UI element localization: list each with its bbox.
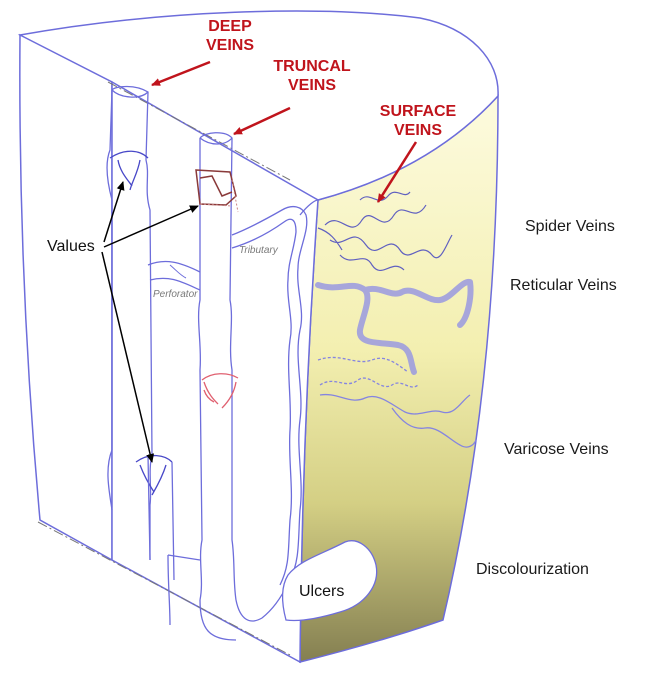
left-outer-wall [19,33,113,562]
ulcer-shape [281,540,378,622]
surface-veins-arrow [376,141,418,203]
varicose-veins [317,356,477,448]
perforator-vein [147,260,201,291]
truncal-valve-upper [195,169,237,206]
tributary-vein [231,205,308,586]
truncal-vein [197,132,237,601]
discolourization-label: Discolourization [476,561,589,578]
spider-veins [317,191,453,272]
values-label: Values [47,238,95,255]
varicose-veins-label: Varicose Veins [504,441,609,458]
deep-veins-arrow [151,60,211,87]
truncal-valve-lower [201,373,239,409]
values-arrow-deep-lower [101,251,155,463]
tributary-label: Tributary [239,245,278,256]
perforator-label: Perforator [153,289,198,300]
values-arrow-deep-upper [103,181,125,243]
values-arrow-truncal [103,205,199,248]
truncal-veins-label: TRUNCAL VEINS [273,58,351,94]
reticular-veins [315,278,474,375]
reticular-veins-label: Reticular Veins [510,277,617,294]
spider-veins-label: Spider Veins [525,218,615,235]
ulcers-label: Ulcers [299,583,345,600]
top-surface [17,10,499,201]
deep-valve-lower [135,454,173,496]
deep-vein [106,85,153,560]
deep-veins-label: DEEP VEINS [205,18,254,54]
deep-valve-upper [109,150,149,191]
truncal-veins-arrow [233,106,291,136]
cut-face [111,80,319,664]
surface-veins-label: SURFACE VEINS [379,103,457,139]
